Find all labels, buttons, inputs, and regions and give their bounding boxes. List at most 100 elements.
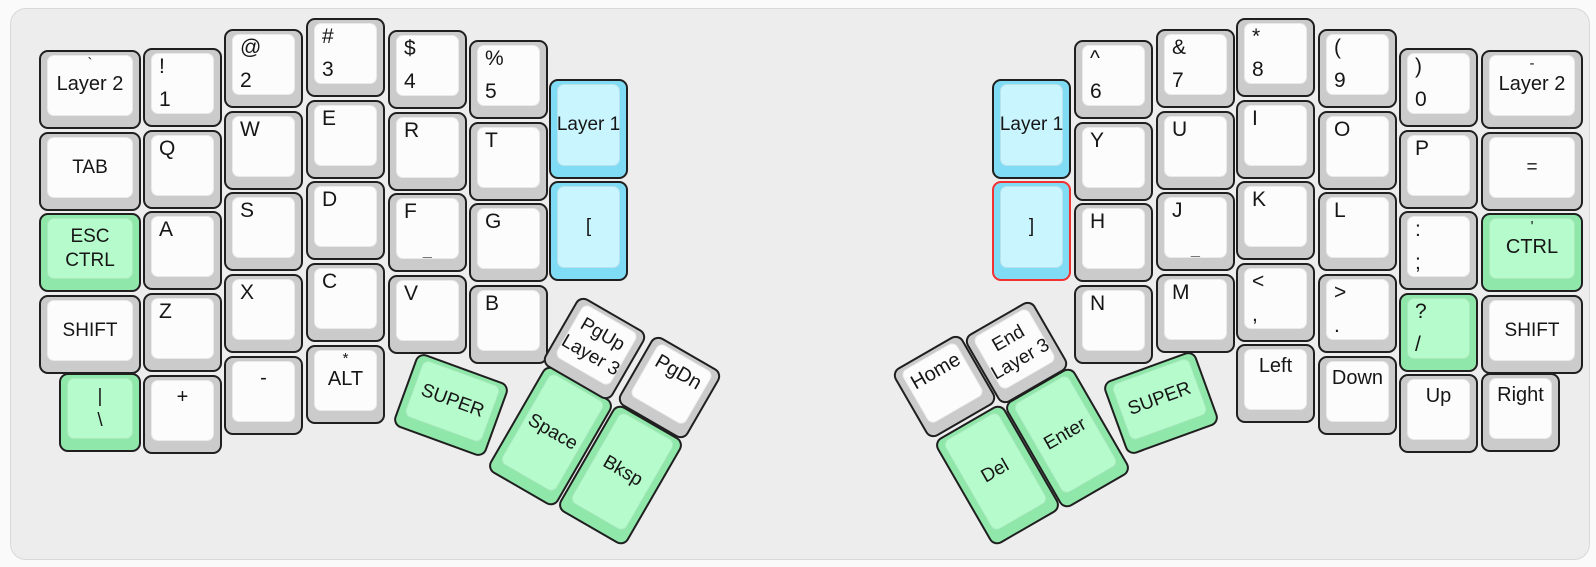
keycap-top	[314, 186, 377, 247]
key-p[interactable]: P	[1399, 130, 1478, 209]
keycap-top	[557, 186, 620, 268]
key-3[interactable]: #3	[306, 18, 385, 97]
key-alt[interactable]: *ALT	[306, 345, 385, 424]
keycap-top	[314, 268, 377, 329]
key-minus[interactable]: -	[224, 356, 303, 435]
key-up[interactable]: Up	[1399, 374, 1478, 453]
keycap-top	[47, 218, 133, 279]
key-equals[interactable]: =	[1481, 132, 1583, 211]
key-f[interactable]: F_	[388, 193, 467, 272]
keycap-top	[1244, 23, 1307, 84]
keycap-top	[1326, 361, 1389, 422]
key-k[interactable]: K	[1236, 181, 1315, 260]
key-6[interactable]: ^6	[1074, 40, 1153, 119]
key-shift-left[interactable]: SHIFT	[39, 295, 141, 374]
key-9[interactable]: (9	[1318, 29, 1397, 108]
key-super-right[interactable]: SUPER	[1101, 349, 1221, 457]
key-period[interactable]: >.	[1318, 274, 1397, 353]
keycap-top	[314, 23, 377, 84]
key-tab[interactable]: TAB	[39, 132, 141, 211]
key-y[interactable]: Y	[1074, 122, 1153, 201]
keycap-top	[1326, 197, 1389, 258]
key-layer2-right[interactable]: -Layer 2	[1481, 50, 1583, 129]
keycap-top	[1000, 84, 1063, 166]
keycap-top	[1244, 349, 1307, 410]
keycap-top	[232, 279, 295, 340]
key-v[interactable]: V	[388, 275, 467, 354]
key-l[interactable]: L	[1318, 192, 1397, 271]
key-w[interactable]: W	[224, 111, 303, 190]
keycap-top	[1244, 268, 1307, 329]
key-2[interactable]: @2	[224, 29, 303, 108]
keycap-top	[1407, 379, 1470, 440]
key-q[interactable]: Q	[143, 130, 222, 209]
key-c[interactable]: C	[306, 263, 385, 342]
keycap-top	[314, 105, 377, 166]
keycap-top	[1082, 290, 1145, 351]
key-a[interactable]: A	[143, 211, 222, 290]
key-m[interactable]: M	[1156, 274, 1235, 353]
keycap-top	[1082, 208, 1145, 269]
key-d[interactable]: D	[306, 181, 385, 260]
keycap-top	[1489, 137, 1575, 198]
key-layer1-right[interactable]: Layer 1	[992, 79, 1071, 179]
key-plus[interactable]: +	[143, 375, 222, 454]
keycap-top	[1082, 45, 1145, 106]
keycap-top	[477, 127, 540, 188]
key-pipe-backslash[interactable]: | \	[59, 373, 141, 452]
key-esc-ctrl[interactable]: ESC CTRL	[39, 213, 141, 292]
key-5[interactable]: %5	[469, 40, 548, 119]
key-layer2-left[interactable]: `Layer 2	[39, 50, 141, 129]
key-e[interactable]: E	[306, 100, 385, 179]
keycap-top	[396, 117, 459, 178]
keycap-top	[47, 137, 133, 198]
keycap-top	[151, 380, 214, 441]
key-7[interactable]: &7	[1156, 29, 1235, 108]
keycap-top	[151, 216, 214, 277]
key-left[interactable]: Left	[1236, 344, 1315, 423]
key-comma[interactable]: <,	[1236, 263, 1315, 342]
key-r[interactable]: R	[388, 112, 467, 191]
key-1[interactable]: !1	[143, 48, 222, 127]
keycap-top	[477, 290, 540, 351]
key-t[interactable]: T	[469, 122, 548, 201]
key-u[interactable]: U	[1156, 111, 1235, 190]
key-slash[interactable]: ?/	[1399, 293, 1478, 372]
key-o[interactable]: O	[1318, 111, 1397, 190]
keycap-top	[1000, 186, 1063, 268]
key-left-bracket[interactable]: [	[549, 181, 628, 281]
key-layer1-left[interactable]: Layer 1	[549, 79, 628, 179]
key-s[interactable]: S	[224, 192, 303, 271]
key-z[interactable]: Z	[143, 293, 222, 372]
keycap-top	[396, 198, 459, 259]
keycap-top	[1244, 186, 1307, 247]
keycap-top	[477, 208, 540, 269]
key-i[interactable]: I	[1236, 100, 1315, 179]
keycap-top	[232, 361, 295, 422]
key-0[interactable]: )0	[1399, 48, 1478, 127]
key-b[interactable]: B	[469, 285, 548, 364]
key-x[interactable]: X	[224, 274, 303, 353]
key-right-bracket[interactable]: ]	[992, 181, 1071, 281]
keycap-top	[47, 55, 133, 116]
keycap-top	[47, 300, 133, 361]
keycap-top	[403, 359, 502, 444]
key-semicolon[interactable]: :;	[1399, 211, 1478, 290]
key-g[interactable]: G	[469, 203, 548, 282]
key-shift-right[interactable]: SHIFT	[1481, 295, 1583, 374]
key-quote-ctrl[interactable]: 'CTRL	[1481, 213, 1583, 292]
keycap-top	[1164, 34, 1227, 95]
key-4[interactable]: $4	[388, 30, 467, 109]
key-n[interactable]: N	[1074, 285, 1153, 364]
keycap-top	[232, 197, 295, 258]
key-down[interactable]: Down	[1318, 356, 1397, 435]
keycap-top	[151, 53, 214, 114]
keycap-top	[151, 135, 214, 196]
key-h[interactable]: H	[1074, 203, 1153, 282]
key-right[interactable]: Right	[1481, 373, 1560, 452]
keycap-top	[1082, 127, 1145, 188]
key-8[interactable]: *8	[1236, 18, 1315, 97]
key-super-left[interactable]: SUPER	[391, 351, 511, 459]
key-j[interactable]: J_	[1156, 192, 1235, 271]
